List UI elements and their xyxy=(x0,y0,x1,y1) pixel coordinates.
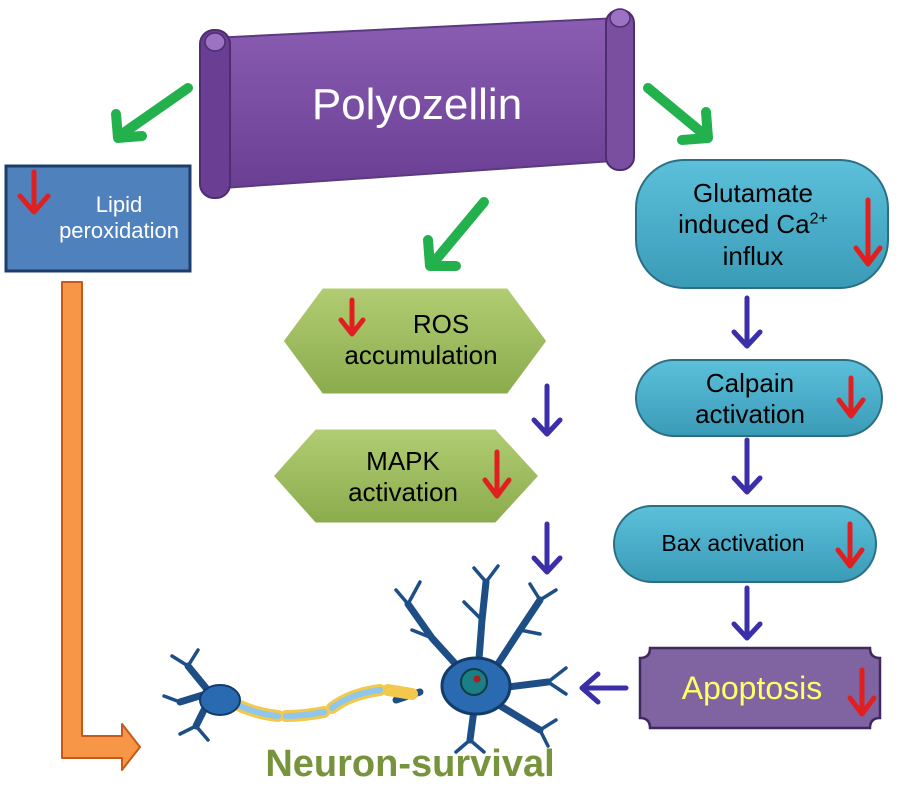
ros-line2: accumulation xyxy=(344,340,498,370)
apoptosis-text: Apoptosis xyxy=(681,669,823,706)
calpain-line1: Calpain xyxy=(705,367,795,398)
decrease-arrow-icon xyxy=(847,667,877,717)
lipid-line2: peroxidation xyxy=(59,218,179,243)
green-arrows xyxy=(111,83,713,271)
glutamate-box xyxy=(635,159,889,289)
title-text: Polyozellin xyxy=(311,79,523,129)
title-label: Polyozellin xyxy=(232,66,602,144)
mapk-line2: activation xyxy=(348,477,458,507)
mapk-hexagon xyxy=(269,426,543,526)
polyozellin-scroll xyxy=(199,8,635,199)
neuron-icon xyxy=(162,564,568,754)
lipid-line1: Lipid xyxy=(95,191,143,217)
lipid-peroxidation-box xyxy=(4,164,192,273)
apoptosis-plaque xyxy=(638,646,882,730)
lipid-label: Lipid peroxidation xyxy=(52,180,186,256)
calpain-box xyxy=(635,359,883,437)
calpain-line2: activation xyxy=(695,399,805,429)
ros-hexagon xyxy=(280,285,550,397)
ros-line1: ROS xyxy=(412,308,470,339)
decrease-arrow-icon xyxy=(482,449,512,499)
orange-arrow xyxy=(61,281,141,771)
decrease-arrow-icon xyxy=(853,197,883,267)
bax-label: Bax activation xyxy=(626,510,840,578)
navy-arrows xyxy=(531,295,763,705)
glutamate-line2-main: induced Ca xyxy=(678,209,810,240)
decrease-arrow-icon xyxy=(835,521,865,569)
outcome-text: Neuron-survival xyxy=(265,743,555,786)
outcome-label: Neuron-survival xyxy=(230,742,590,788)
mapk-line1: MAPK xyxy=(366,445,440,476)
ros-label: ROS accumulation xyxy=(328,296,514,384)
glutamate-line2: induced Ca2+ xyxy=(678,209,828,240)
decrease-arrow-icon xyxy=(17,169,51,215)
calpain-label: Calpain activation xyxy=(660,364,840,434)
glutamate-superscript: 2+ xyxy=(809,210,828,228)
decrease-arrow-icon xyxy=(836,375,866,419)
bax-text: Bax activation xyxy=(661,530,805,557)
glutamate-line3: influx xyxy=(722,240,784,271)
glutamate-label: Glutamate induced Ca2+ influx xyxy=(648,168,858,282)
glutamate-line1: Glutamate xyxy=(693,178,813,209)
apoptosis-label: Apoptosis xyxy=(652,652,852,724)
decrease-arrow-icon xyxy=(338,297,366,337)
bax-box xyxy=(613,505,877,583)
mapk-label: MAPK activation xyxy=(320,436,486,518)
